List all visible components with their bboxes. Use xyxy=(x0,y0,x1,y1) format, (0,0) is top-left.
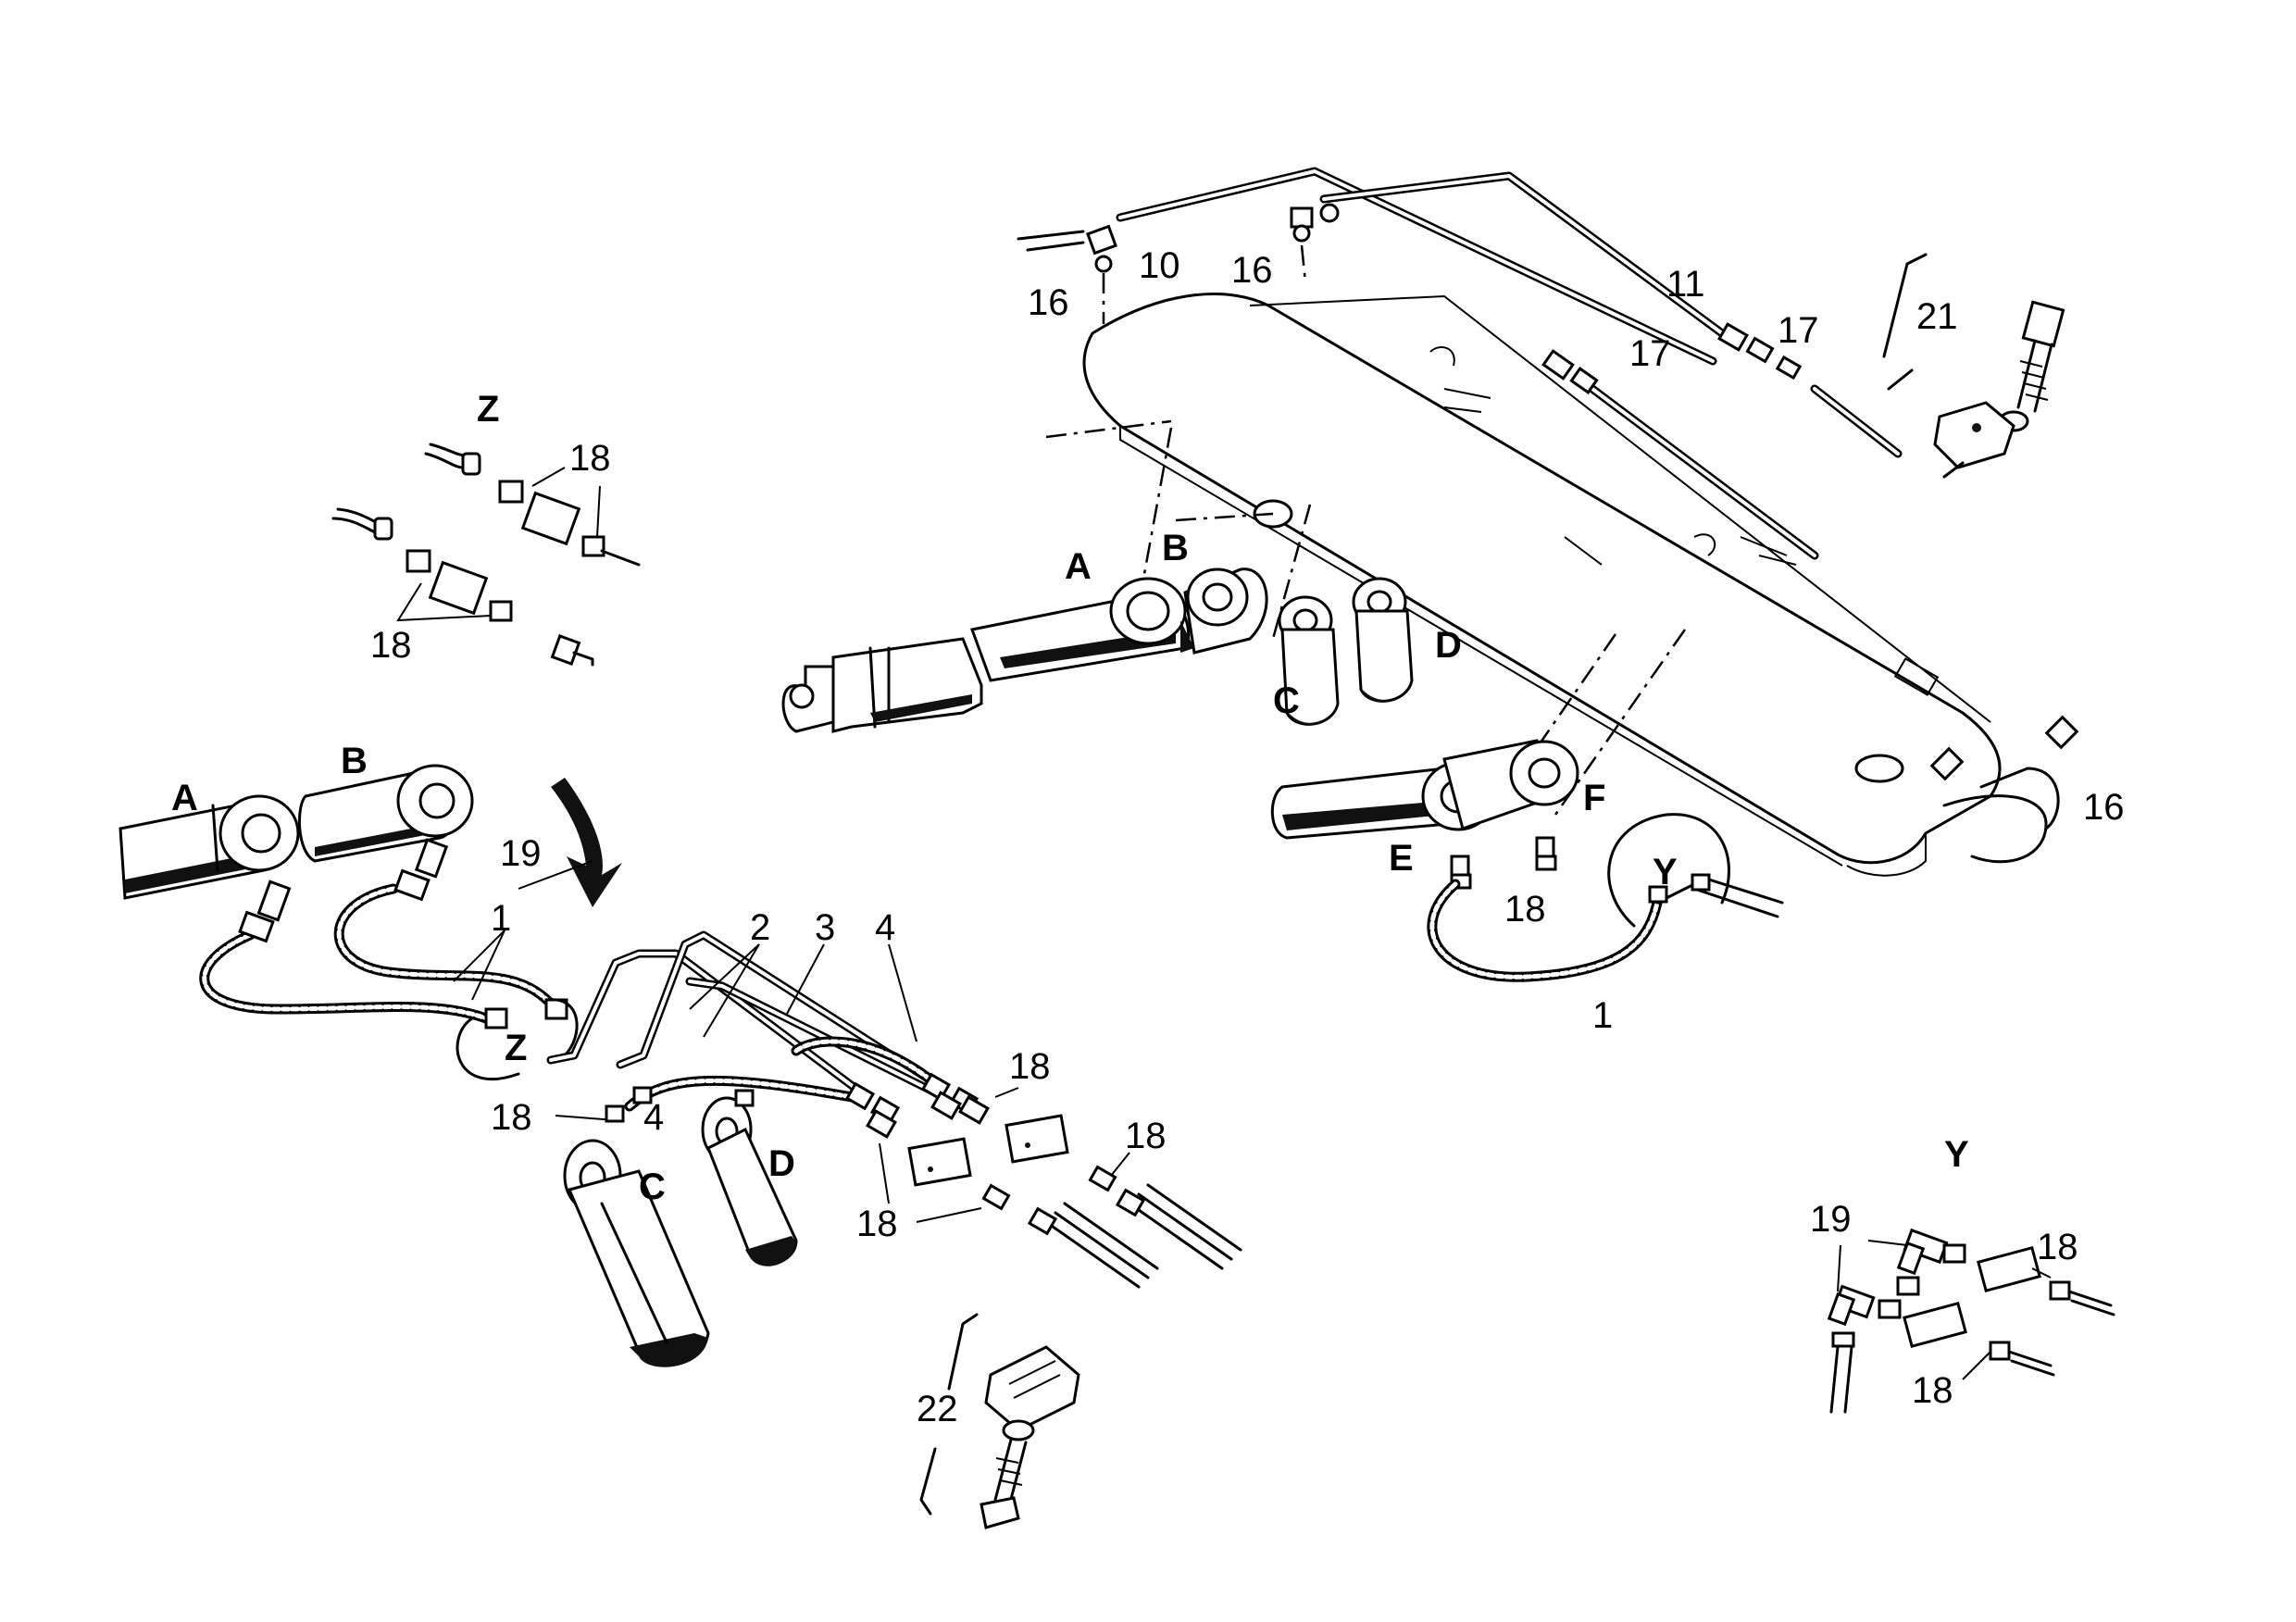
label-11: 11 xyxy=(1666,264,1705,305)
pipe-11 xyxy=(1319,171,1727,338)
label-18-left-d: 18 xyxy=(1125,1116,1167,1156)
boom-cylinder-C xyxy=(1278,595,1340,726)
pipe-10 xyxy=(1116,167,1717,366)
label-10: 10 xyxy=(1139,245,1180,286)
label-18-z-b: 18 xyxy=(370,625,412,666)
label-boom-C: C xyxy=(1273,680,1300,721)
left-cylinder-B xyxy=(297,764,474,863)
fittings-18-boom xyxy=(1450,836,1557,890)
detail-z xyxy=(331,443,641,667)
label-1-left: 1 xyxy=(491,898,511,939)
label-18-left-b: 18 xyxy=(491,1097,532,1138)
clamp-bolt-21 xyxy=(1882,253,2065,479)
label-19-left: 19 xyxy=(500,833,542,874)
label-left-C: C xyxy=(639,1167,666,1207)
label-16-b: 16 xyxy=(1231,250,1273,291)
label-view-Z: Z xyxy=(505,1028,527,1068)
label-22: 22 xyxy=(917,1389,958,1429)
label-boom-A: A xyxy=(1065,546,1092,587)
label-18-left-a: 18 xyxy=(1009,1046,1051,1087)
label-17-b: 17 xyxy=(1778,310,1819,351)
detail-y xyxy=(1827,1228,2115,1414)
label-boom-E: E xyxy=(1389,838,1414,879)
label-3-left: 3 xyxy=(815,907,835,948)
boom-cylinder-F xyxy=(1442,739,1579,830)
fitting-16-right xyxy=(1929,715,2079,781)
label-left-B: B xyxy=(341,741,368,781)
boom-assembly xyxy=(781,167,2079,982)
clamp-22 xyxy=(919,1313,1080,1529)
label-19-y: 19 xyxy=(1810,1199,1852,1240)
left-assembly xyxy=(119,764,1242,1367)
callout-labels: 10 11 16 16 16 17 17 21 A B C D E F 18 1… xyxy=(171,245,2125,1429)
left-cylinder-D xyxy=(701,1096,798,1266)
fitting-17-a xyxy=(1541,349,1599,394)
boom-cylinder-D xyxy=(1352,577,1414,703)
label-18-y-a: 18 xyxy=(2037,1227,2078,1267)
boom-cylinder-B xyxy=(1180,568,1268,655)
label-1-boom: 1 xyxy=(1592,995,1613,1036)
label-boom-F: F xyxy=(1583,778,1605,818)
label-detail-Y-title: Y xyxy=(1944,1134,1969,1175)
label-18-z-a: 18 xyxy=(569,438,611,479)
label-view-Y: Y xyxy=(1653,852,1678,892)
label-2-left: 2 xyxy=(750,907,770,948)
label-21: 21 xyxy=(1916,296,1958,337)
direction-arrow xyxy=(551,778,622,907)
label-16-a: 16 xyxy=(1028,282,1069,323)
label-left-D: D xyxy=(768,1143,795,1184)
fitting-17-b xyxy=(1717,322,1803,381)
label-detail-Z-title: Z xyxy=(477,389,499,430)
label-18-y-b: 18 xyxy=(1912,1370,1953,1411)
boom-cylinder-A xyxy=(781,577,1191,733)
left-cylinder-A xyxy=(119,794,300,900)
fitting-16-top-left xyxy=(1017,224,1117,273)
label-16-c: 16 xyxy=(2083,787,2125,828)
label-18-boom: 18 xyxy=(1504,889,1546,930)
label-18-left-c: 18 xyxy=(856,1204,898,1244)
label-4-left-b: 4 xyxy=(643,1097,664,1138)
label-4-left-a: 4 xyxy=(875,907,895,948)
left-cylinder-C xyxy=(563,1139,710,1367)
label-left-A: A xyxy=(171,778,198,818)
fitting-16-top-mid xyxy=(1290,203,1340,243)
hose-1-b xyxy=(333,883,561,1015)
label-boom-B: B xyxy=(1162,528,1189,568)
label-17-a: 17 xyxy=(1629,333,1671,374)
label-boom-D: D xyxy=(1435,625,1462,666)
detail-y-marker xyxy=(1607,813,1784,928)
